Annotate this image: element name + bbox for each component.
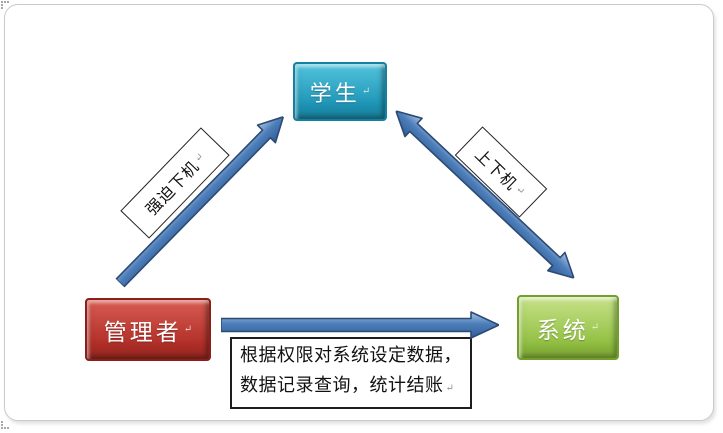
- arrow-manager-to-student[interactable]: [108, 105, 296, 295]
- canvas-resize-handle-top-left[interactable]: [1, 1, 9, 9]
- node-system-label: 系统: [536, 317, 589, 344]
- node-system[interactable]: 系统↵: [517, 295, 619, 360]
- node-student-label: 学生: [309, 81, 360, 107]
- arrow-manager-to-system[interactable]: [221, 308, 499, 342]
- arrow-student-system-shape: [395, 110, 575, 279]
- arrow-manager-to-system-shape: [221, 311, 499, 339]
- paragraph-mark-icon: ↵: [183, 324, 193, 335]
- canvas-resize-handle-bottom-left[interactable]: [1, 421, 9, 429]
- edge-label-manage-system-line1: 根据权限对系统设定数据，: [240, 345, 462, 366]
- edge-label-manage-system[interactable]: 根据权限对系统设定数据， 数据记录查询，统计结账↵: [230, 337, 472, 409]
- arrow-student-system-double[interactable]: [384, 99, 585, 291]
- paragraph-mark-icon: ↵: [445, 383, 454, 394]
- paragraph-mark-icon: ↵: [361, 86, 371, 97]
- node-manager-label: 管理者: [103, 319, 182, 346]
- node-student[interactable]: 学生↵: [293, 62, 387, 121]
- node-manager[interactable]: 管理者↵: [85, 298, 211, 361]
- arrow-manager-to-student-shape: [115, 116, 285, 288]
- drawing-canvas[interactable]: 学生↵ 管理者↵ 系统↵ 强迫下机↵ 上下机↵ 根据权限对系统设定数据， 数据记…: [4, 4, 714, 421]
- paragraph-mark-icon: ↵: [590, 322, 600, 333]
- edge-label-manage-system-line2: 数据记录查询，统计结账↵: [240, 375, 454, 396]
